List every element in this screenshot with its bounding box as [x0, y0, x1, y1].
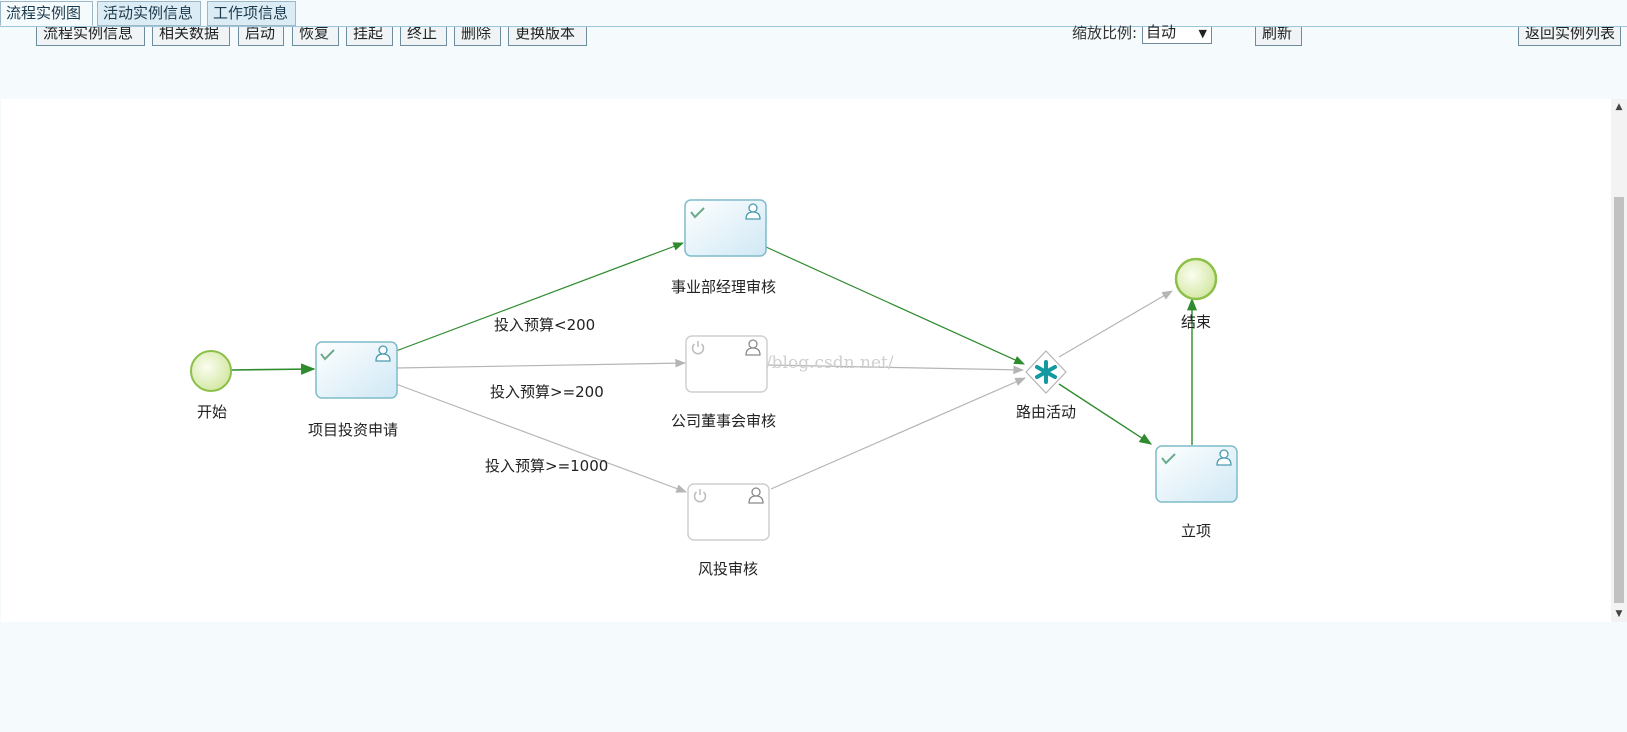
- gateway-routing[interactable]: [1025, 350, 1067, 394]
- task-board-review[interactable]: [685, 335, 768, 393]
- check-icon: [320, 349, 335, 361]
- sequence-flows: [230, 242, 1198, 493]
- start-button[interactable]: 启动: [238, 27, 284, 46]
- task-dept-manager-review[interactable]: [684, 199, 767, 257]
- zoom-label: 缩放比例:: [1072, 24, 1138, 42]
- condition-label-ge200: 投入预算>=200: [490, 383, 604, 401]
- vertical-scrollbar[interactable]: ▲ ▼: [1611, 99, 1627, 622]
- gateway-routing-label: 路由活动: [1016, 403, 1076, 421]
- suspend-button[interactable]: 挂起: [346, 27, 393, 46]
- delete-button[interactable]: 删除: [454, 27, 501, 46]
- condition-label-ge1000: 投入预算>=1000: [485, 457, 608, 475]
- dropdown-arrow-icon: ▼: [1198, 27, 1207, 40]
- zoom-value: 自动: [1146, 23, 1177, 41]
- zoom-select[interactable]: 自动 ▼: [1142, 25, 1212, 44]
- power-icon: [691, 341, 705, 355]
- end-event[interactable]: [1174, 257, 1218, 301]
- flow-start-apply: [230, 363, 316, 375]
- terminate-button[interactable]: 终止: [400, 27, 447, 46]
- toolbar: 流程实例信息 相关数据 启动 恢复 挂起 终止 删除 更换版本 缩放比例: 自动…: [0, 24, 1627, 99]
- scroll-down-icon[interactable]: ▼: [1615, 609, 1623, 619]
- task-board-review-label: 公司董事会审核: [671, 412, 776, 430]
- end-event-label: 结束: [1181, 313, 1211, 331]
- flow-dept-route: [765, 246, 1025, 365]
- condition-label-lt200: 投入预算<200: [494, 316, 595, 334]
- task-project-approval[interactable]: [1155, 445, 1238, 503]
- task-project-approval-label: 立项: [1181, 522, 1211, 540]
- related-data-button[interactable]: 相关数据: [152, 27, 230, 46]
- tab-activity-info[interactable]: 活动实例信息: [97, 1, 201, 26]
- back-to-list-button[interactable]: 返回实例列表: [1518, 27, 1621, 46]
- user-icon: [745, 203, 761, 220]
- user-icon: [748, 487, 764, 504]
- task-project-application[interactable]: [315, 341, 398, 399]
- tab-bar: 流程实例图 活动实例信息 工作项信息: [0, 0, 1627, 27]
- scroll-up-icon[interactable]: ▲: [1615, 102, 1623, 112]
- change-version-button[interactable]: 更换版本: [508, 27, 587, 46]
- check-icon: [690, 207, 705, 219]
- power-icon: [693, 489, 707, 503]
- asterisk-icon: [1035, 360, 1057, 384]
- flow-route-end: [1058, 290, 1173, 358]
- process-info-button[interactable]: 流程实例信息: [36, 27, 145, 46]
- user-icon: [1216, 449, 1232, 466]
- tab-process-diagram[interactable]: 流程实例图: [0, 1, 93, 26]
- refresh-button[interactable]: 刷新: [1255, 27, 1302, 46]
- flow-apply-dept: [395, 242, 685, 352]
- start-event-label: 开始: [197, 403, 227, 421]
- tab-workitem-info[interactable]: 工作项信息: [207, 1, 296, 26]
- diagram-canvas: http://blog.csdn.net/ 开始 项目投资申请 事业部经理审核: [1, 99, 1611, 622]
- flow-vc-route: [770, 377, 1026, 490]
- flow-apply-board: [395, 358, 687, 369]
- task-project-application-label: 项目投资申请: [308, 421, 398, 439]
- task-vc-review[interactable]: [687, 483, 770, 541]
- user-icon: [375, 345, 391, 362]
- process-diagram: http://blog.csdn.net/ 开始 项目投资申请 事业部经理审核: [190, 199, 1238, 578]
- task-vc-review-label: 风投审核: [698, 560, 758, 578]
- user-icon: [745, 339, 761, 356]
- check-icon: [1161, 453, 1176, 465]
- resume-button[interactable]: 恢复: [292, 27, 339, 46]
- start-event[interactable]: [190, 350, 232, 392]
- scrollbar-thumb[interactable]: [1614, 197, 1624, 603]
- flow-apply-vc: [395, 383, 688, 493]
- flow-route-approve: [1058, 383, 1153, 445]
- flow-board-route: [765, 364, 1025, 375]
- task-dept-manager-review-label: 事业部经理审核: [671, 278, 776, 296]
